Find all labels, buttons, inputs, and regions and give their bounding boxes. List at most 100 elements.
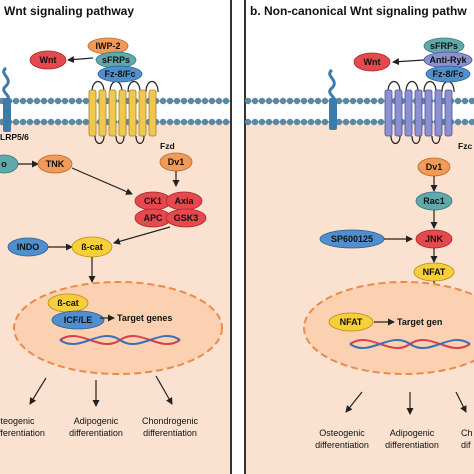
- membrane-lipid-head: [61, 97, 69, 105]
- membrane-lipid-head: [335, 97, 343, 105]
- iwp2-label: IWP-2: [95, 41, 120, 51]
- icf-node: [51, 310, 105, 330]
- fz8fc-node-b: [425, 65, 471, 83]
- membrane-lipid-head: [307, 97, 315, 105]
- membrane-lipid-head: [293, 97, 301, 105]
- membrane-lipid-head: [19, 97, 27, 105]
- fz8fc-label-a: Fz-8/Fc: [104, 69, 135, 79]
- membrane-lipid-head: [251, 118, 259, 126]
- fzd-label-b: Fzc: [458, 141, 472, 151]
- membrane-lipid-head: [82, 97, 90, 105]
- membrane-lipid-head: [335, 118, 343, 126]
- membrane-lipid-head: [272, 97, 280, 105]
- sp600125-label: SP600125: [331, 234, 373, 244]
- membrane-lipid-head: [61, 118, 69, 126]
- membrane-lipid-head: [187, 118, 195, 126]
- membrane-lipid-head: [75, 118, 83, 126]
- membrane-lipid-head: [75, 97, 83, 105]
- membrane-lipid-head: [461, 97, 469, 105]
- ck1-label: CK1: [144, 196, 162, 206]
- membrane-lipid-head: [40, 118, 48, 126]
- membrane-lipid-head: [300, 97, 308, 105]
- wnt-label-b: Wnt: [364, 57, 381, 67]
- membrane-lipid-head: [286, 118, 294, 126]
- membrane-lipid-head: [272, 118, 280, 126]
- axia-label: Axia: [174, 196, 194, 206]
- panel-b-title: b. Non-canonical Wnt signaling pathw: [250, 4, 467, 18]
- membrane-lipid-head: [363, 97, 371, 105]
- membrane-lipid-head: [244, 97, 252, 105]
- target-genes-label-b: Target gen: [397, 317, 442, 327]
- left-partial-label: o: [1, 159, 7, 169]
- membrane-lipid-head: [201, 97, 209, 105]
- membrane-lipid-head: [208, 97, 216, 105]
- output-b1-line2: differentiation: [315, 440, 369, 450]
- rac1-label: Rac1: [423, 196, 445, 206]
- membrane-lipid-head: [342, 97, 350, 105]
- membrane-lipid-head: [33, 118, 41, 126]
- membrane-lipid-head: [251, 97, 259, 105]
- membrane-lipid-head: [286, 97, 294, 105]
- output-b3-line2: dif: [461, 440, 471, 450]
- output-b2-line2: differentiation: [385, 440, 439, 450]
- membrane-lipid-head: [314, 97, 322, 105]
- dna-helix-b: [349, 338, 471, 350]
- membrane-lipid-head: [40, 97, 48, 105]
- membrane-lipid-head: [47, 118, 55, 126]
- fzd-label-a: Fzd: [160, 141, 175, 151]
- membrane-lipid-head: [468, 97, 474, 105]
- membrane-lipid-head: [279, 118, 287, 126]
- membrane-lipid-head: [180, 118, 188, 126]
- gsk3-label: GSK3: [174, 213, 199, 223]
- membrane-lipid-head: [279, 97, 287, 105]
- membrane-lipid-head: [208, 118, 216, 126]
- membrane-lipid-head: [33, 97, 41, 105]
- panel-b-noncanonical: b. Non-canonical Wnt signaling pathw Fzc…: [244, 0, 474, 474]
- wnt-node-b: [353, 52, 391, 72]
- membrane-lipid-head: [12, 97, 20, 105]
- membrane-lipid-head: [258, 97, 266, 105]
- membrane-lipid-head: [201, 118, 209, 126]
- fzd-receptor-b: [384, 80, 455, 145]
- membrane-lipid-head: [300, 118, 308, 126]
- membrane-lipid-head: [47, 97, 55, 105]
- membrane-lipid-head: [321, 118, 329, 126]
- membrane-lipid-head: [159, 118, 167, 126]
- membrane-lipid-head: [356, 118, 364, 126]
- membrane-lipid-head: [363, 118, 371, 126]
- nucleus-b: [303, 281, 474, 375]
- destruction-complex: [134, 191, 207, 228]
- output-a2-line1: Adipogenic: [74, 416, 119, 426]
- membrane-lipid-head: [370, 118, 378, 126]
- membrane-lipid-head: [180, 97, 188, 105]
- membrane-lipid-head: [215, 97, 223, 105]
- tnk-label: TNK: [46, 159, 65, 169]
- panel-a-title: Wnt signaling pathway: [4, 4, 134, 18]
- nfat-nuc-node: [328, 312, 374, 332]
- lrp-receptor: [2, 66, 11, 132]
- membrane-lipid-head: [159, 97, 167, 105]
- indo-label: INDO: [17, 242, 40, 252]
- membrane-lipid-head: [222, 97, 230, 105]
- membrane-lipid-head: [26, 118, 34, 126]
- membrane-lipid-head: [356, 97, 364, 105]
- membrane-lipid-head: [194, 97, 202, 105]
- membrane-lipid-head: [321, 97, 329, 105]
- output-a2-line2: differentiation: [69, 428, 123, 438]
- sfrps-label-b: sFRPs: [430, 41, 458, 51]
- output-b1-line1: Osteogenic: [319, 428, 365, 438]
- membrane-lipid-head: [377, 118, 385, 126]
- membrane-lipid-head: [68, 118, 76, 126]
- membrane-lipid-head: [244, 118, 252, 126]
- membrane-lipid-head: [222, 118, 230, 126]
- membrane-lipid-head: [307, 118, 315, 126]
- panel-a-canonical: Wnt signaling pathway LRP5/6 Fzd IWP-2 s…: [0, 0, 232, 474]
- membrane-lipid-head: [265, 97, 273, 105]
- dv1-label-b: Dv1: [426, 162, 443, 172]
- membrane-lipid-head: [12, 118, 20, 126]
- membrane-lipid-head: [82, 118, 90, 126]
- wnt-label-a: Wnt: [40, 55, 57, 65]
- output-b2-line1: Adipogenic: [390, 428, 435, 438]
- membrane-lipid-head: [342, 118, 350, 126]
